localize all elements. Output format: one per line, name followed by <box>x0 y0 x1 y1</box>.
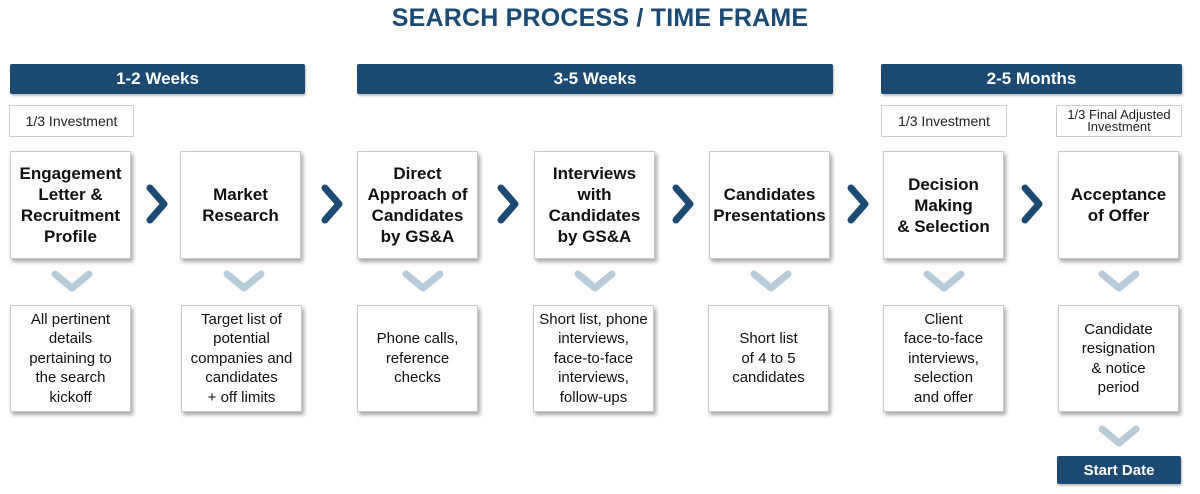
chevron-right-icon <box>672 184 694 224</box>
detail-market-research: Target list of potential companies and c… <box>181 305 302 412</box>
detail-acceptance-of-offer: Candidate resignation & notice period <box>1058 305 1179 412</box>
step-acceptance-of-offer: Acceptance of Offer <box>1058 151 1179 259</box>
phase-header-1-2-weeks: 1-2 Weeks <box>10 64 305 94</box>
detail-interviews: Short list, phone interviews, face-to-fa… <box>533 305 654 412</box>
detail-decision-making: Client face-to-face interviews, selectio… <box>883 305 1004 412</box>
chevron-right-icon <box>847 184 869 224</box>
detail-direct-approach: Phone calls, reference checks <box>357 305 478 412</box>
step-direct-approach: Direct Approach of Candidates by GS&A <box>357 151 478 259</box>
step-market-research: Market Research <box>180 151 301 259</box>
investment-label-final: 1/3 Final Adjusted Investment <box>1056 105 1182 137</box>
chevron-down-icon <box>923 270 965 292</box>
chevron-down-icon <box>51 270 93 292</box>
chevron-down-icon <box>574 270 616 292</box>
investment-label-middle: 1/3 Investment <box>881 105 1007 137</box>
page-title: SEARCH PROCESS / TIME FRAME <box>391 4 809 32</box>
step-decision-making: Decision Making & Selection <box>883 151 1004 259</box>
step-candidates-presentations: Candidates Presentations <box>709 151 830 259</box>
detail-candidates-presentations: Short list of 4 to 5 candidates <box>708 305 829 412</box>
phase-header-2-5-months: 2-5 Months <box>881 64 1182 94</box>
chevron-right-icon <box>321 184 343 224</box>
step-interviews: Interviews with Candidates by GS&A <box>534 151 655 259</box>
investment-label-initial: 1/3 Investment <box>9 105 134 137</box>
step-engagement-letter: Engagement Letter & Recruitment Profile <box>10 151 131 259</box>
chevron-down-icon <box>402 270 444 292</box>
chevron-down-icon <box>223 270 265 292</box>
chevron-down-icon <box>1098 270 1140 292</box>
detail-engagement-letter: All pertinent details pertaining to the … <box>10 305 131 412</box>
phase-header-3-5-weeks: 3-5 Weeks <box>357 64 833 94</box>
chevron-right-icon <box>146 184 168 224</box>
chevron-down-icon <box>750 270 792 292</box>
start-date-badge: Start Date <box>1057 456 1181 484</box>
chevron-right-icon <box>1021 184 1043 224</box>
chevron-down-icon <box>1098 425 1140 447</box>
chevron-right-icon <box>497 184 519 224</box>
